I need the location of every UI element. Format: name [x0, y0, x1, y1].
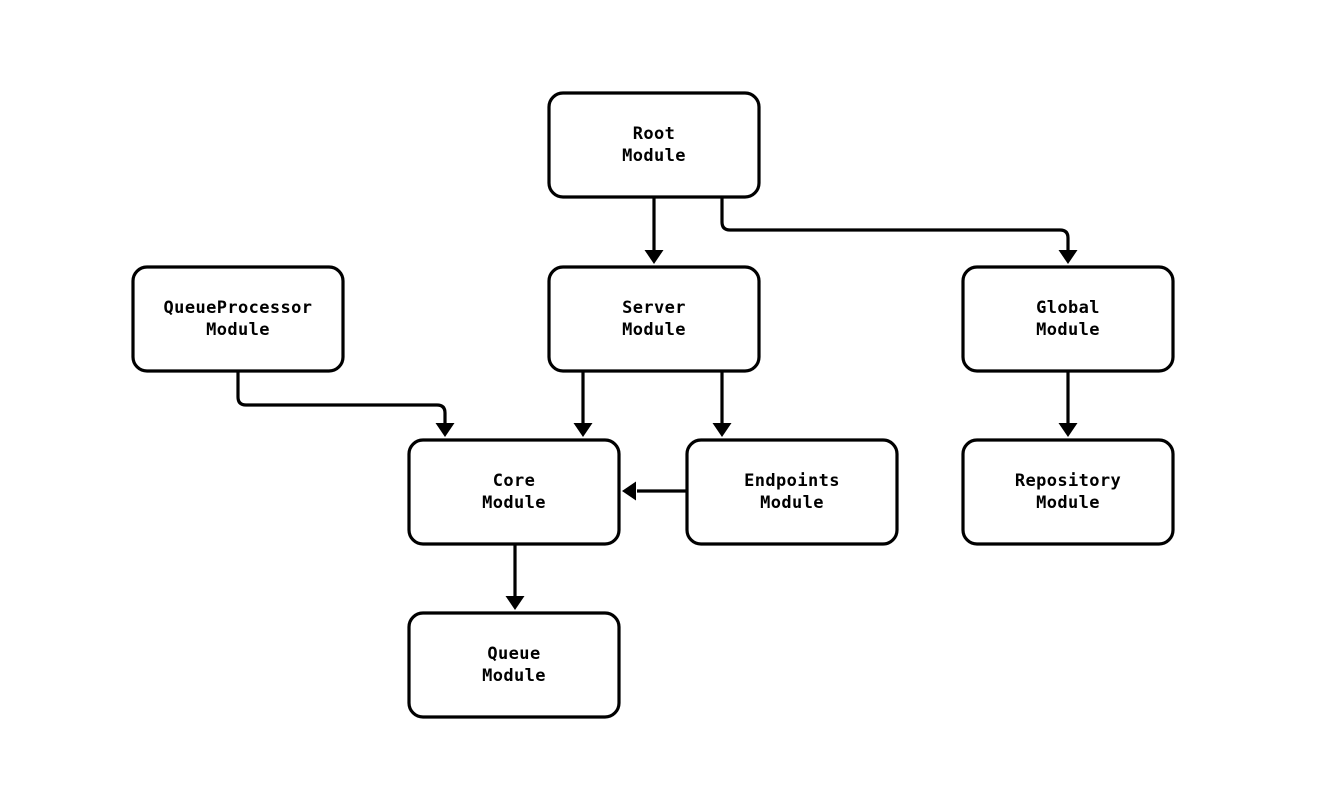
arrowhead-icon — [435, 423, 455, 437]
node-label-line2: Module — [1036, 493, 1100, 513]
node-box[interactable] — [961, 438, 1175, 546]
arrowhead-icon — [1058, 250, 1078, 264]
node-label-line1: Root — [633, 124, 676, 144]
node-label-line2: Module — [1036, 320, 1100, 340]
edge-line — [720, 197, 1070, 252]
node-box[interactable] — [407, 438, 621, 546]
edge-server-to-endpoints — [712, 371, 732, 437]
node-label-line1: Global — [1036, 298, 1100, 318]
edge-server-to-core — [573, 371, 593, 437]
node-label-line2: Module — [206, 320, 270, 340]
edge-queueprocessor-to-core — [236, 371, 455, 437]
node-box[interactable] — [685, 438, 899, 546]
node-label-line2: Module — [622, 320, 686, 340]
arrowhead-icon — [644, 250, 664, 264]
arrowhead-icon — [712, 423, 732, 437]
node-label-line2: Module — [622, 146, 686, 166]
node-box[interactable] — [407, 611, 621, 719]
arrowhead-icon — [1058, 423, 1078, 437]
node-box[interactable] — [131, 265, 345, 373]
nodes-layer: RootModuleQueueProcessorModuleServerModu… — [131, 91, 1175, 719]
arrowhead-icon — [622, 481, 636, 501]
arrowhead-icon — [505, 596, 525, 610]
node-label-line2: Module — [760, 493, 824, 513]
edge-global-to-repository — [1058, 371, 1078, 437]
edge-line — [236, 371, 447, 425]
edges-layer — [236, 197, 1078, 610]
edge-endpoints-to-core — [622, 481, 687, 501]
edge-core-to-queue — [505, 544, 525, 610]
node-box[interactable] — [547, 265, 761, 373]
node-label-line1: QueueProcessor — [164, 298, 313, 318]
node-label-line1: Core — [493, 471, 536, 491]
node-label-line2: Module — [482, 666, 546, 686]
node-label-line1: Server — [622, 298, 686, 318]
node-label-line2: Module — [482, 493, 546, 513]
node-label-line1: Repository — [1015, 471, 1121, 491]
arrowhead-icon — [573, 423, 593, 437]
edge-root-to-global — [720, 197, 1078, 264]
node-box[interactable] — [961, 265, 1175, 373]
node-box[interactable] — [547, 91, 761, 199]
edge-root-to-server — [644, 197, 664, 264]
node-label-line1: Endpoints — [744, 471, 840, 491]
node-label-line1: Queue — [487, 644, 540, 664]
